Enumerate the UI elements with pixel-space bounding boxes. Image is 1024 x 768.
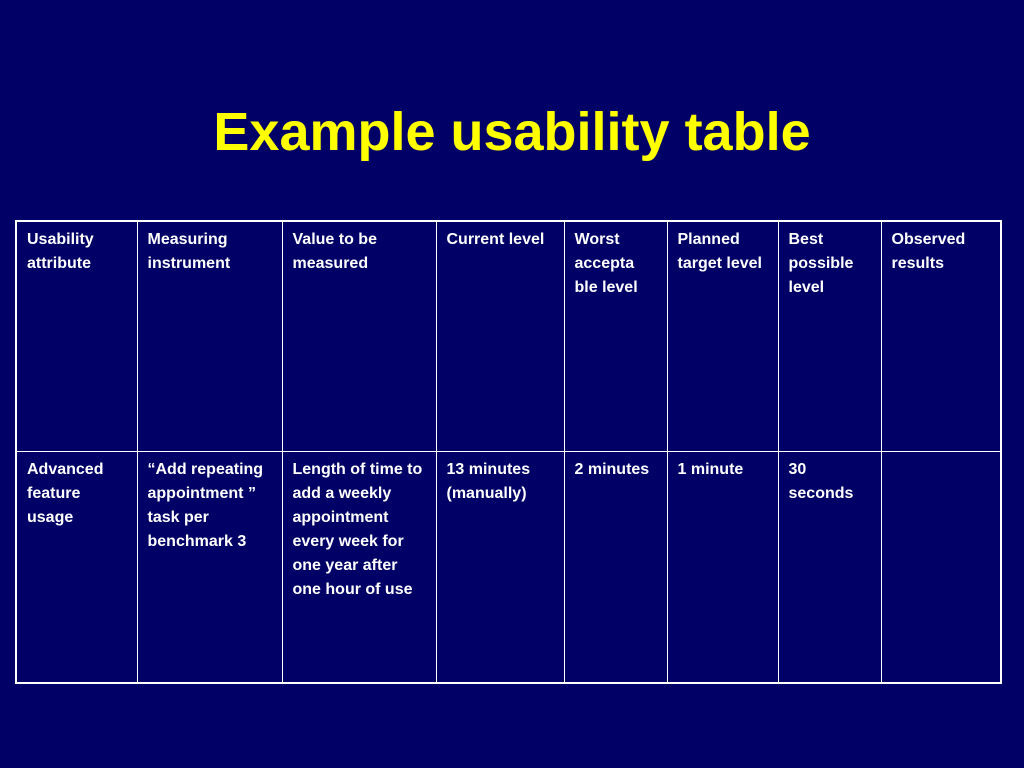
header-cell-best-possible-level: Best possible level <box>777 220 882 452</box>
cell-planned-target-level: 1 minute <box>666 450 779 684</box>
table-header-row: Usability attribute Measuring instrument… <box>15 220 1002 452</box>
cell-usability-attribute: Advanced feature usage <box>15 450 138 684</box>
slide-title: Example usability table <box>213 102 811 162</box>
header-cell-value-to-be-measured: Value to be measured <box>281 220 437 452</box>
cell-value-to-be-measured: Length of time to add a weekly appointme… <box>281 450 437 684</box>
header-cell-measuring-instrument: Measuring instrument <box>136 220 283 452</box>
header-cell-usability-attribute: Usability attribute <box>15 220 138 452</box>
usability-table: Usability attribute Measuring instrument… <box>15 220 1002 684</box>
header-cell-observed-results: Observed results <box>880 220 1002 452</box>
header-cell-current-level: Current level <box>435 220 565 452</box>
cell-worst-acceptable-level: 2 minutes <box>563 450 668 684</box>
cell-observed-results <box>880 450 1002 684</box>
header-cell-planned-target-level: Planned target level <box>666 220 779 452</box>
cell-current-level: 13 minutes (manually) <box>435 450 565 684</box>
cell-measuring-instrument: “Add repeating appointment ” task per be… <box>136 450 283 684</box>
table-row: Advanced feature usage “Add repeating ap… <box>15 450 1002 684</box>
header-cell-worst-acceptable-level: Worst accepta ble level <box>563 220 668 452</box>
cell-best-possible-level: 30 seconds <box>777 450 882 684</box>
